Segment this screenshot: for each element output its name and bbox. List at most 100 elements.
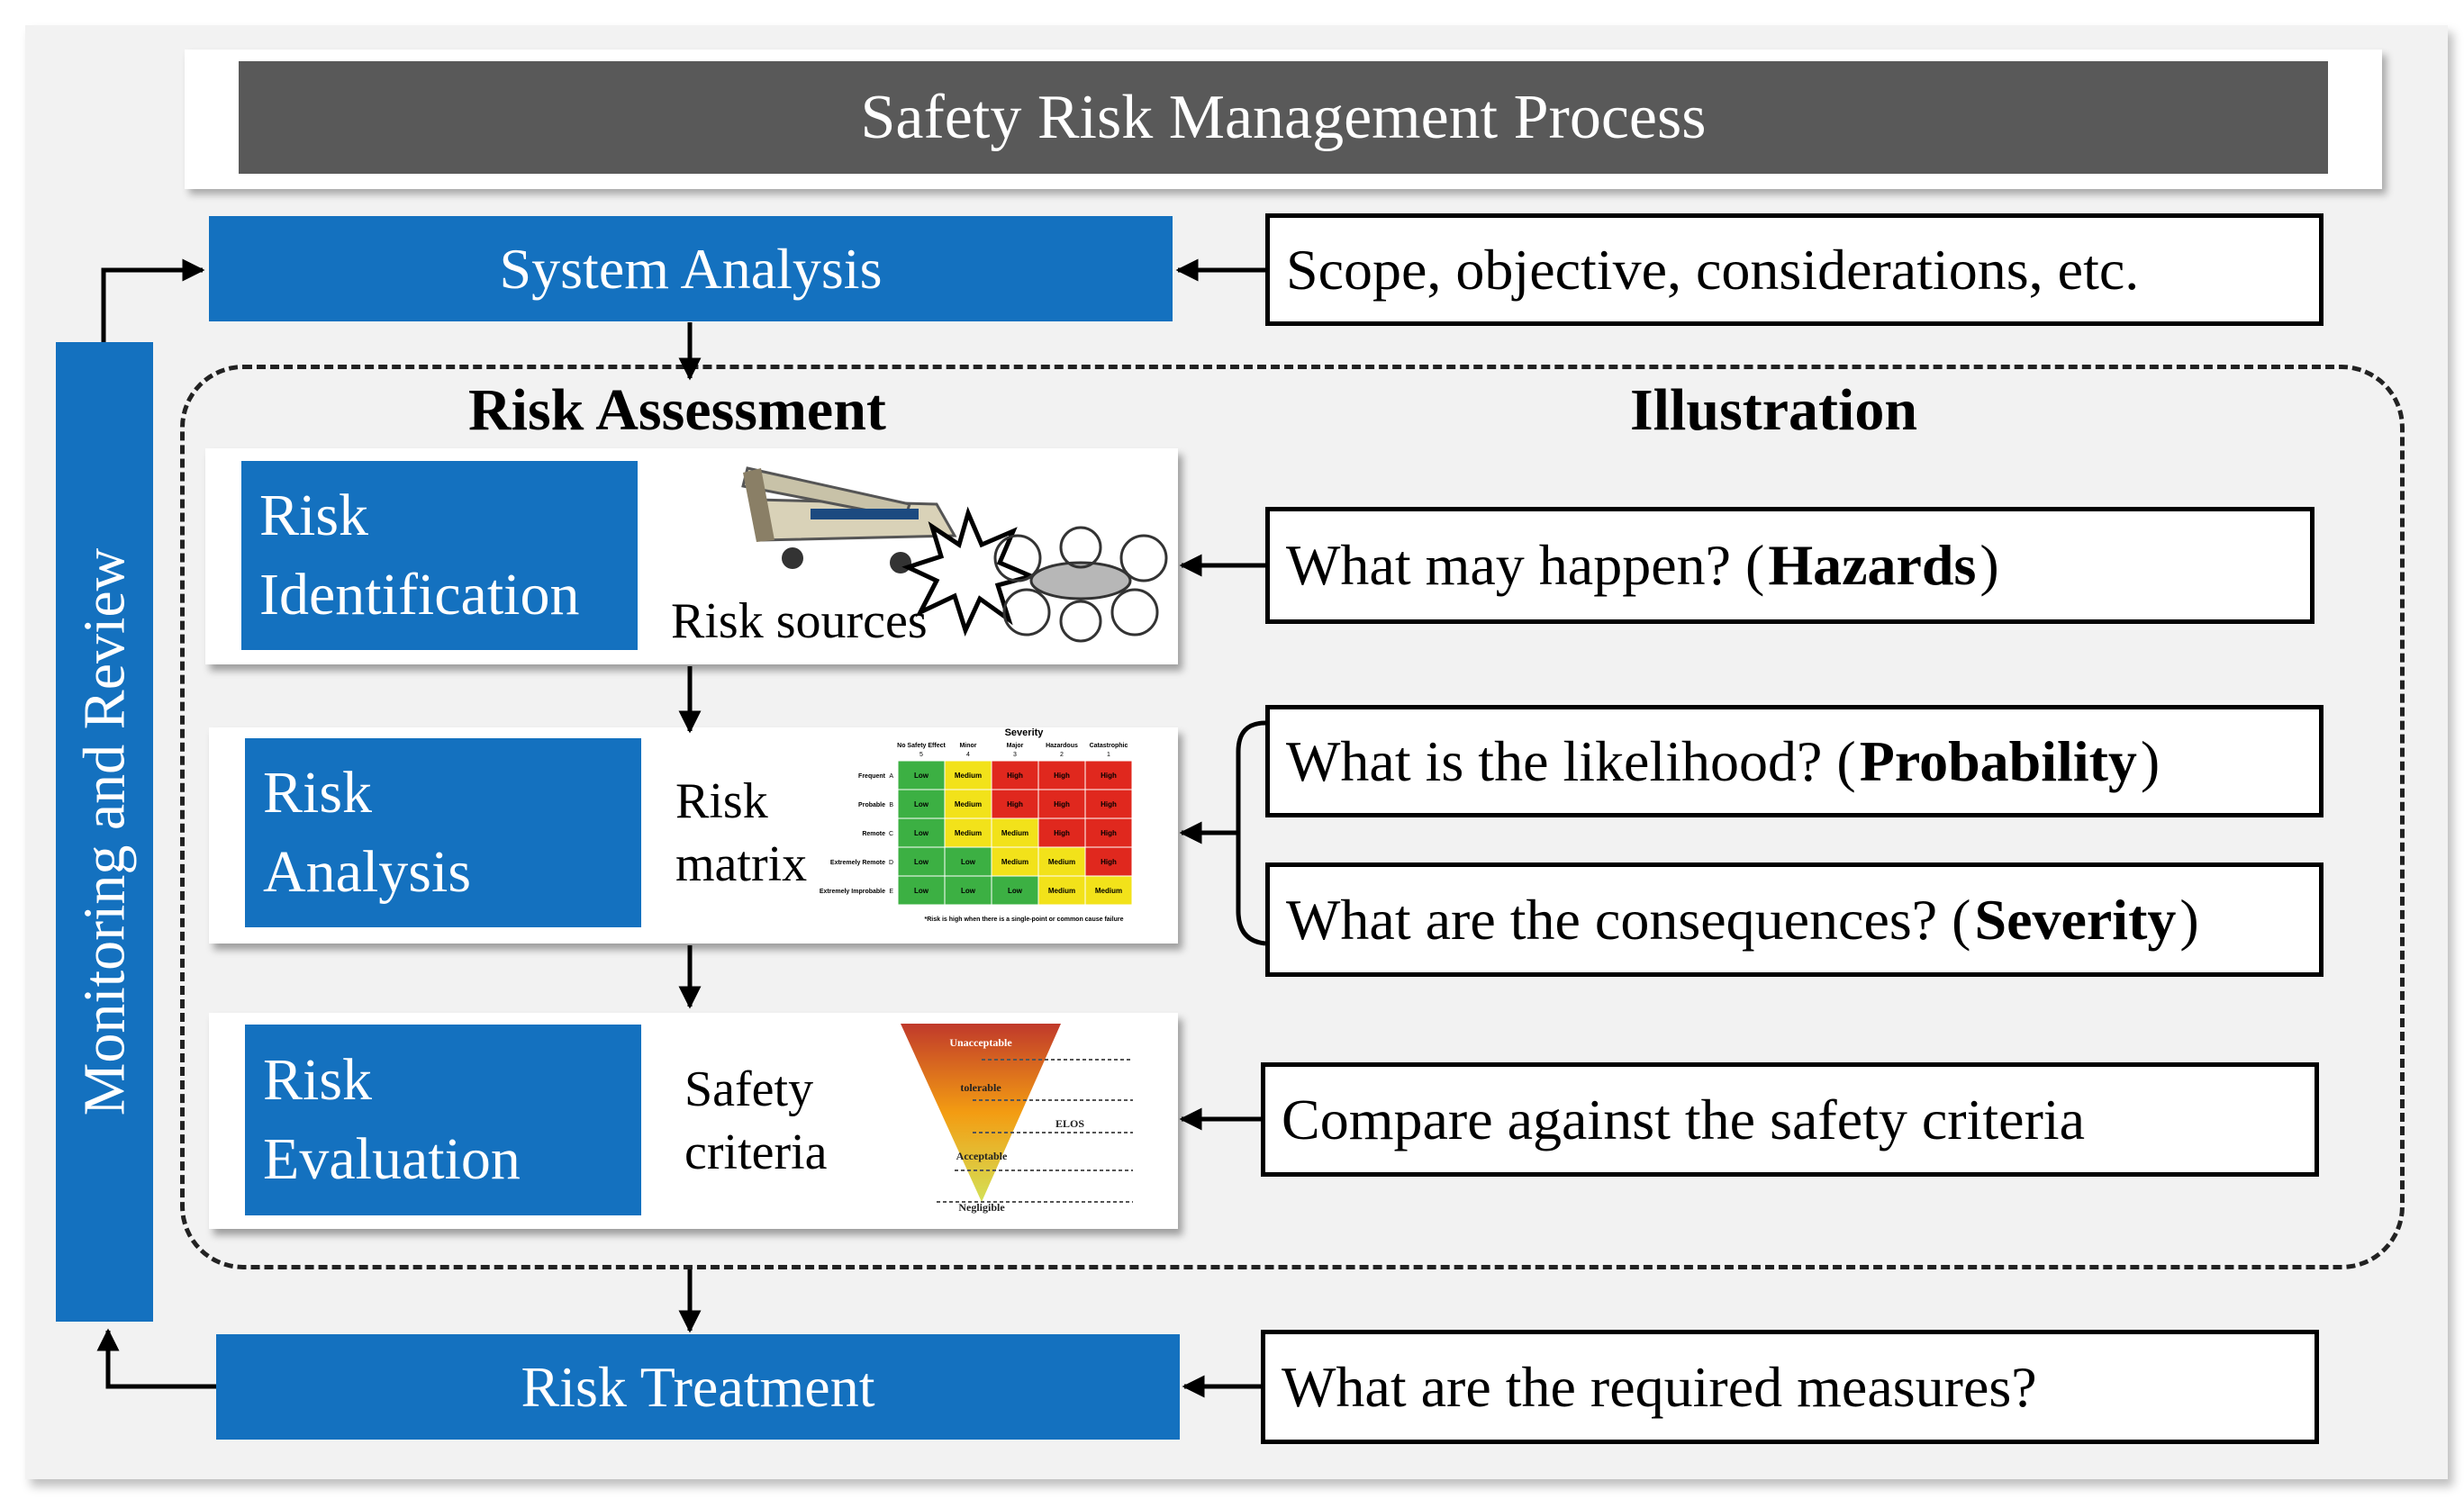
criteria-level-label: tolerable bbox=[960, 1081, 1001, 1094]
safety-criteria-label: Safety criteria bbox=[684, 1058, 828, 1184]
risk-matrix-label-line1: Risk bbox=[675, 773, 768, 829]
matrix-column-code: 2 bbox=[1060, 752, 1064, 758]
matrix-row-header: Extremely Remote bbox=[830, 860, 885, 866]
matrix-row-code: C bbox=[889, 831, 893, 837]
severity-text-bold: Severity bbox=[1974, 887, 2177, 952]
criteria-level-label: Unacceptable bbox=[949, 1036, 1012, 1049]
matrix-cell-label: Medium bbox=[1048, 858, 1075, 866]
matrix-row-header: Probable bbox=[858, 802, 885, 808]
criteria-level-label: Negligible bbox=[958, 1201, 1005, 1214]
diagram-title: Safety Risk Management Process bbox=[239, 61, 2328, 174]
matrix-cell-label: Medium bbox=[955, 800, 982, 808]
risk-evaluation-line2: Evaluation bbox=[263, 1126, 521, 1192]
system-analysis-box: System Analysis bbox=[209, 216, 1173, 321]
criteria-level-label: Acceptable bbox=[956, 1150, 1008, 1162]
probability-text-bold: Probability bbox=[1859, 728, 2137, 793]
matrix-cell bbox=[991, 760, 1039, 790]
matrix-cell-label: Medium bbox=[1001, 829, 1028, 837]
matrix-cell bbox=[1084, 875, 1133, 906]
matrix-cell-label: High bbox=[1054, 772, 1070, 780]
matrix-cell-label: Low bbox=[961, 887, 976, 895]
matrix-cell-label: Low bbox=[914, 772, 929, 780]
brace bbox=[1236, 720, 1266, 946]
risk-assessment-region bbox=[180, 365, 2405, 1269]
matrix-cell-label: Low bbox=[1008, 887, 1023, 895]
risk-analysis-line1: Risk bbox=[263, 760, 373, 826]
matrix-cell-label: Medium bbox=[1001, 858, 1028, 866]
matrix-cell bbox=[1084, 817, 1133, 848]
matrix-column-header: No Safety Effect bbox=[897, 743, 946, 749]
criteria-level-label: ELOS bbox=[1055, 1117, 1084, 1130]
matrix-cell bbox=[944, 817, 992, 848]
hazards-box: What may happen? (Hazards) bbox=[1265, 507, 2315, 624]
matrix-cell-label: Low bbox=[914, 829, 929, 837]
matrix-cell bbox=[1037, 817, 1086, 848]
matrix-row-code: E bbox=[889, 889, 893, 895]
illustration-header: Illustration bbox=[1630, 377, 1918, 443]
scope-box: Scope, objective, considerations, etc. bbox=[1265, 213, 2324, 326]
matrix-cell-label: Medium bbox=[1095, 887, 1122, 895]
matrix-row-code: D bbox=[889, 860, 893, 866]
arrow-monitor-to-sys bbox=[101, 258, 205, 342]
measures-box: What are the required measures? bbox=[1261, 1330, 2319, 1444]
risk-evaluation-line1: Risk bbox=[263, 1047, 373, 1113]
matrix-row-header: Remote bbox=[862, 831, 885, 837]
matrix-cell bbox=[897, 875, 946, 906]
hazards-text-bold: Hazards bbox=[1768, 533, 1977, 597]
matrix-cell-label: High bbox=[1007, 772, 1023, 780]
matrix-cell bbox=[944, 789, 992, 819]
matrix-column-header: Minor bbox=[959, 743, 976, 749]
matrix-cell-label: High bbox=[1007, 800, 1023, 808]
risk-treatment-box: Risk Treatment bbox=[216, 1334, 1180, 1440]
matrix-cell bbox=[991, 846, 1039, 877]
matrix-column-header: Catastrophic bbox=[1090, 743, 1128, 749]
matrix-cell bbox=[897, 760, 946, 790]
safety-criteria-label-line2: criteria bbox=[684, 1124, 828, 1180]
matrix-cell-label: High bbox=[1101, 858, 1117, 866]
probability-box: What is the likelihood? (Probability) bbox=[1265, 705, 2324, 817]
matrix-cell bbox=[1037, 760, 1086, 790]
compare-box: Compare against the safety criteria bbox=[1261, 1062, 2319, 1177]
matrix-row-code: B bbox=[889, 802, 893, 808]
matrix-column-header: Hazardous bbox=[1046, 743, 1078, 749]
matrix-cell bbox=[897, 789, 946, 819]
drone-icon bbox=[993, 526, 1168, 643]
matrix-cell-label: High bbox=[1101, 800, 1117, 808]
risk-analysis-box: Risk Analysis bbox=[245, 738, 641, 927]
matrix-cell-label: High bbox=[1101, 829, 1117, 837]
matrix-cell-label: High bbox=[1054, 829, 1070, 837]
risk-sources-label: Risk sources bbox=[671, 593, 928, 649]
matrix-cell-label: Medium bbox=[955, 772, 982, 780]
matrix-severity-title: Severity bbox=[1005, 727, 1045, 738]
matrix-cell-label: Medium bbox=[1048, 887, 1075, 895]
risk-matrix-label-line2: matrix bbox=[675, 836, 808, 892]
matrix-cell bbox=[991, 875, 1039, 906]
matrix-footnote: *Risk is high when there is a single-poi… bbox=[925, 917, 1124, 923]
matrix-cell-label: Low bbox=[914, 800, 929, 808]
matrix-cell bbox=[991, 789, 1039, 819]
matrix-cell-label: Low bbox=[914, 887, 929, 895]
airplane-icon bbox=[741, 466, 957, 573]
matrix-column-code: 1 bbox=[1107, 752, 1110, 758]
risk-identification-line1: Risk bbox=[259, 483, 369, 548]
matrix-cell-label: Low bbox=[914, 858, 929, 866]
matrix-cell bbox=[1037, 875, 1086, 906]
matrix-column-code: 4 bbox=[966, 752, 970, 758]
matrix-row-code: A bbox=[889, 773, 893, 780]
risk-evaluation-box: Risk Evaluation bbox=[245, 1025, 641, 1215]
matrix-cell-label: Low bbox=[961, 858, 976, 866]
severity-box: What are the consequences? (Severity) bbox=[1265, 862, 2324, 977]
matrix-column-header: Major bbox=[1007, 743, 1024, 749]
monitoring-review-box: Monitoring and Review bbox=[56, 342, 153, 1322]
matrix-cell bbox=[944, 760, 992, 790]
matrix-column-code: 5 bbox=[919, 752, 923, 758]
matrix-cell bbox=[897, 817, 946, 848]
matrix-column-code: 3 bbox=[1013, 752, 1017, 758]
matrix-cell bbox=[944, 846, 992, 877]
risk-identification-line2: Identification bbox=[259, 562, 580, 628]
severity-text-post: ) bbox=[2179, 887, 2199, 952]
severity-text-pre: What are the consequences? ( bbox=[1286, 887, 1971, 952]
matrix-row-header: Extremely Improbable bbox=[820, 889, 885, 895]
